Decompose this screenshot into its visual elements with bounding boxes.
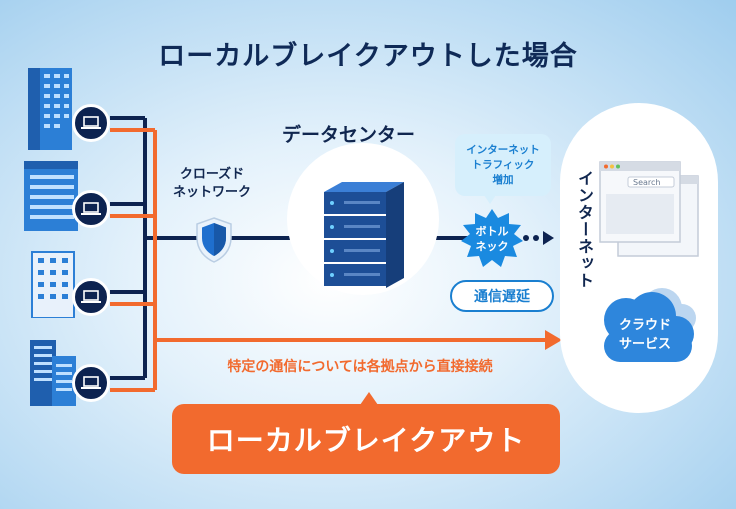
closed-network-label: クローズド ネットワーク (172, 167, 251, 200)
callout-tail (360, 392, 378, 405)
arrow-right-icon (545, 330, 562, 350)
laptop-icon (72, 364, 110, 402)
bottleneck-burst-icon (461, 209, 523, 267)
delay-badge: 通信遅延 (450, 280, 554, 312)
laptop-icon (72, 278, 110, 316)
building-icon (31, 251, 75, 318)
datacenter-label: データセンター (282, 124, 416, 146)
cloud-service-label: クラウド サービス (618, 318, 671, 352)
cloud-icon (604, 288, 696, 362)
bottleneck-label: ボトル ネック (475, 225, 509, 253)
building-icon (30, 340, 76, 406)
building-icon (28, 68, 72, 150)
shield-icon (196, 217, 232, 263)
laptop-icon (72, 190, 110, 228)
diagram-title: ローカルブレイクアウトした場合 (158, 41, 578, 72)
laptop-icon (72, 104, 110, 142)
internet-label: インターネット (575, 170, 594, 289)
building-icon (24, 161, 78, 231)
direct-connection-label: 特定の通信については各拠点から直接接続 (227, 359, 493, 375)
browser-window-icon (599, 161, 699, 257)
server-rack-icon (324, 182, 404, 288)
local-breakout-callout: ローカルブレイクアウト (172, 404, 560, 474)
bubble-tail (484, 195, 496, 204)
browser-search-text: Search (633, 178, 661, 187)
traffic-increase-bubble: インターネット トラフィック 増加 (455, 134, 551, 196)
